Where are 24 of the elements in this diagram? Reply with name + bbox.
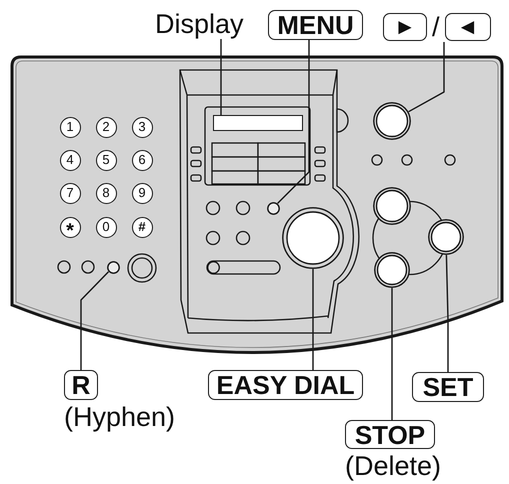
function-label: (Delete) bbox=[345, 451, 442, 481]
display-window bbox=[213, 115, 303, 131]
key-name-label: R bbox=[64, 370, 98, 400]
key-name-label: STOP bbox=[345, 420, 435, 449]
round-button bbox=[428, 219, 464, 255]
function-label: (Hyphen) bbox=[64, 402, 176, 432]
slash-separator: / bbox=[432, 12, 440, 42]
key-name-label: MENU bbox=[268, 10, 363, 40]
leader-line bbox=[446, 254, 449, 372]
round-button bbox=[373, 102, 411, 140]
callout-label: Display bbox=[155, 9, 244, 39]
key-name-label: ◄ bbox=[444, 13, 491, 41]
leader-line bbox=[391, 288, 393, 420]
leader-line bbox=[277, 40, 310, 204]
key-name-label: EASY DIAL bbox=[208, 370, 363, 400]
key-name-label: SET bbox=[412, 372, 484, 402]
leader-line bbox=[220, 39, 222, 115]
key-name-label: ► bbox=[383, 13, 427, 41]
dial-knob bbox=[282, 207, 344, 269]
round-button bbox=[373, 187, 411, 225]
leader-line bbox=[312, 269, 314, 370]
leader-line bbox=[408, 42, 445, 112]
round-button bbox=[374, 252, 410, 288]
leader-line bbox=[80, 271, 109, 370]
